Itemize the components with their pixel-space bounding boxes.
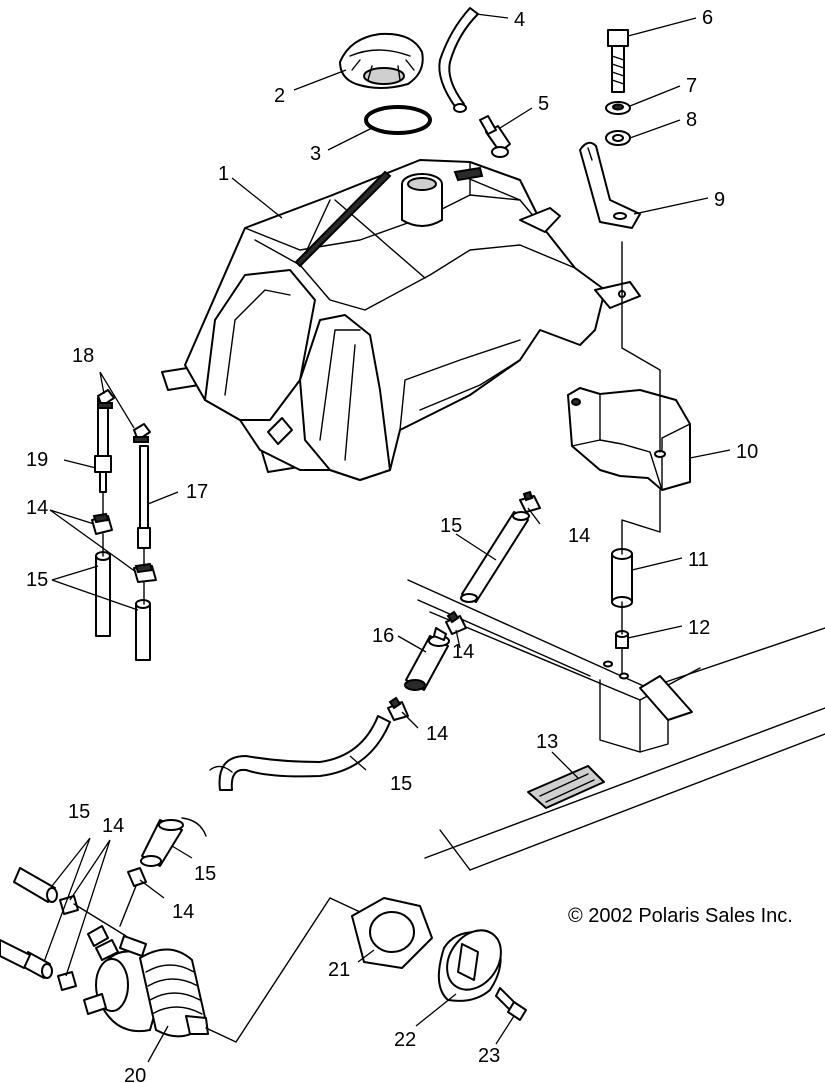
callout-14: 14 — [426, 723, 448, 745]
callout-22: 22 — [394, 1029, 416, 1051]
callout-1: 1 — [218, 163, 229, 185]
fuel-tank — [161, 159, 641, 481]
callouts: 1 2 3 4 5 6 7 8 9 10 11 12 13 14 15 16 1… — [26, 7, 758, 1083]
fuel-cap — [339, 32, 424, 89]
fuel-line-pump — [140, 817, 207, 867]
fuel-pump — [0, 867, 209, 1038]
callout-3: 3 — [310, 143, 321, 165]
vent-fitting — [479, 115, 511, 158]
callout-17: 17 — [186, 481, 208, 503]
callout-6: 6 — [702, 7, 713, 29]
callout-23: 23 — [478, 1045, 500, 1067]
fuel-line-upper — [460, 511, 530, 603]
callout-16: 16 — [372, 625, 394, 647]
callout-7: 7 — [686, 75, 697, 97]
hose-clamp — [445, 610, 467, 635]
callout-11: 11 — [688, 549, 709, 571]
callout-14: 14 — [452, 641, 474, 663]
hose-clamp — [133, 562, 157, 583]
pump-cover — [437, 929, 502, 1002]
callout-15: 15 — [440, 515, 462, 537]
callout-14: 14 — [26, 497, 48, 519]
fuel-line-left — [135, 599, 151, 661]
hose-clamp — [91, 512, 113, 535]
gasket — [364, 105, 432, 135]
callout-5: 5 — [538, 93, 549, 115]
vent-line — [137, 445, 151, 549]
callout-9: 9 — [714, 189, 725, 211]
callout-10: 10 — [736, 441, 758, 463]
screw — [495, 987, 527, 1021]
hose-clamp — [387, 696, 409, 721]
callout-14: 14 — [172, 901, 194, 923]
assembly-line — [102, 491, 145, 605]
callout-18: 18 — [72, 345, 94, 367]
callout-8: 8 — [686, 109, 697, 131]
hose-clamp — [519, 490, 541, 513]
spacer-sleeve — [611, 548, 633, 608]
mount-block — [567, 387, 691, 491]
assembly-line — [73, 885, 137, 937]
callout-14: 14 — [568, 525, 590, 547]
vent-tube-fitting — [94, 397, 112, 493]
lock-washer — [605, 130, 631, 146]
callout-4: 4 — [514, 9, 525, 31]
bushing — [615, 630, 629, 649]
callout-15: 15 — [26, 569, 48, 591]
bolt — [607, 29, 629, 93]
leader-lines — [43, 13, 731, 1063]
frame-rail — [407, 579, 825, 871]
tank-bracket — [579, 141, 641, 229]
assembly-line — [621, 241, 661, 677]
callout-20: 20 — [124, 1065, 146, 1083]
callout-15: 15 — [68, 801, 90, 823]
hex-nut — [351, 897, 433, 969]
callout-19: 19 — [26, 449, 48, 471]
fuel-filter — [404, 627, 450, 691]
callout-13: 13 — [536, 731, 558, 753]
callout-21: 21 — [328, 959, 350, 981]
washer — [605, 101, 631, 115]
retainer-clip — [133, 423, 151, 443]
callout-12: 12 — [688, 617, 710, 639]
fuel-line-middle — [209, 715, 391, 791]
callout-15: 15 — [194, 863, 216, 885]
vent-hose — [438, 7, 479, 113]
assembly-line — [205, 897, 361, 1043]
retainer-clip — [97, 389, 115, 409]
callout-15: 15 — [390, 773, 412, 795]
callout-14: 14 — [102, 815, 124, 837]
fuel-line-left — [95, 551, 111, 637]
callout-2: 2 — [274, 85, 285, 107]
copyright-notice: © 2002 Polaris Sales Inc. — [568, 905, 793, 927]
